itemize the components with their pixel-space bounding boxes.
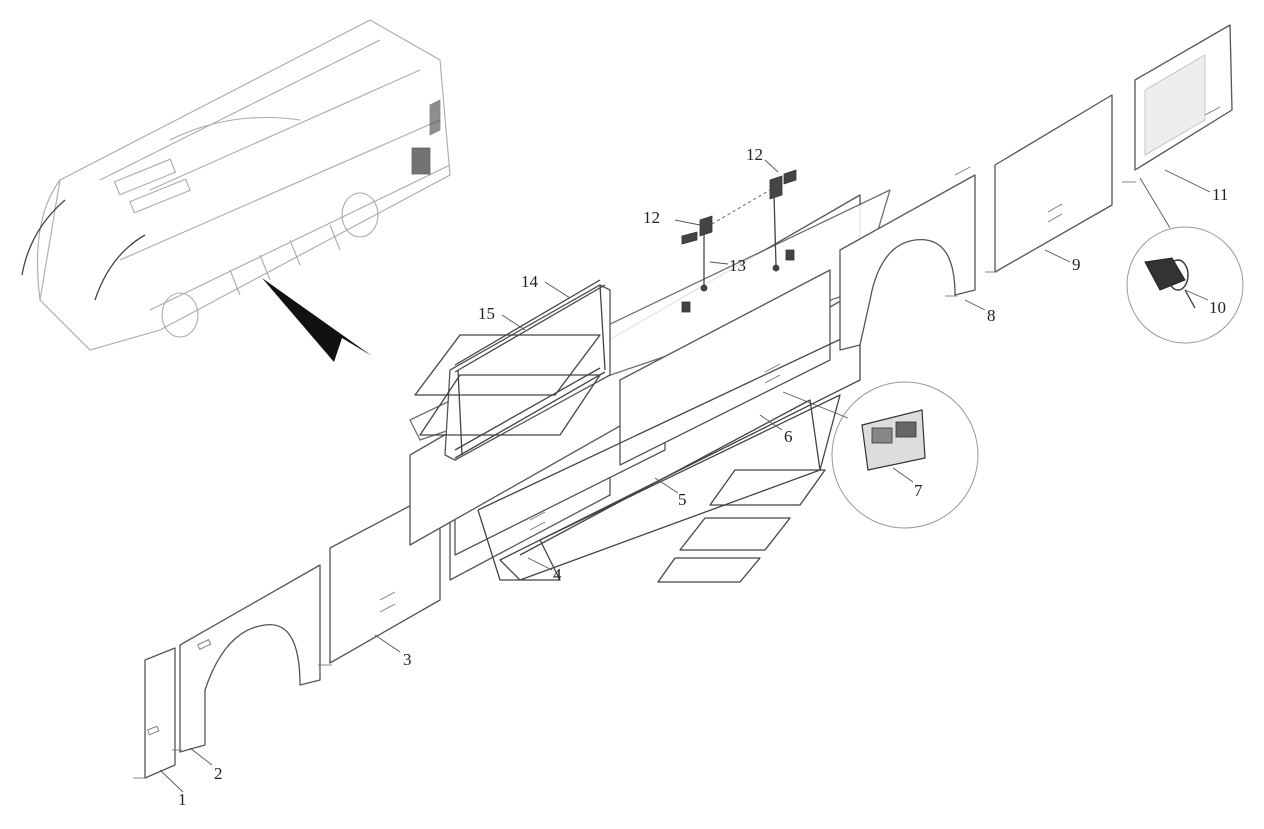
callout-2: 2 <box>214 764 223 783</box>
callout-labels: 1 2 3 4 5 6 7 8 9 10 11 12 12 13 14 15 <box>178 145 1228 809</box>
door-frame-layers <box>477 329 861 581</box>
panel-11 <box>1122 24 1233 183</box>
callout-7: 7 <box>914 481 923 500</box>
panel-9 <box>985 94 1113 273</box>
leader-lines <box>159 159 1211 793</box>
bus-overview <box>21 19 451 351</box>
callout-11: 11 <box>1212 185 1228 204</box>
callout-3: 3 <box>403 650 412 669</box>
callout-13: 13 <box>729 256 746 275</box>
bus-mirror-left <box>21 199 66 276</box>
callout-9: 9 <box>1072 255 1081 274</box>
panel-8 <box>839 166 976 351</box>
panel-6 <box>619 269 831 466</box>
vent-grille-icon <box>1144 54 1206 156</box>
pointer-arrow-icon <box>262 278 372 362</box>
hinge-parts <box>681 169 797 313</box>
detail-circle-7 <box>782 381 979 529</box>
bus-grille-icon <box>411 147 431 175</box>
callout-10: 10 <box>1209 298 1226 317</box>
callout-1: 1 <box>178 790 187 809</box>
window-assembly <box>414 279 611 461</box>
callout-12-left: 12 <box>643 208 660 227</box>
hinge-bracket-icon <box>699 215 713 237</box>
hinge-bracket-icon-2 <box>769 175 783 200</box>
callout-12-right: 12 <box>746 145 763 164</box>
panel-2 <box>172 564 321 753</box>
callout-5: 5 <box>678 490 687 509</box>
callout-14: 14 <box>521 272 539 291</box>
callout-6: 6 <box>784 427 793 446</box>
bus-mirror-right <box>94 234 146 301</box>
gas-strut-right <box>773 194 777 266</box>
callout-4: 4 <box>553 565 562 584</box>
door-latch-icon <box>1144 257 1186 291</box>
panel-1 <box>133 647 176 779</box>
callout-8: 8 <box>987 306 996 325</box>
callout-15: 15 <box>478 304 495 323</box>
storage-openings <box>657 469 826 583</box>
detail-circle-10 <box>1126 177 1244 344</box>
